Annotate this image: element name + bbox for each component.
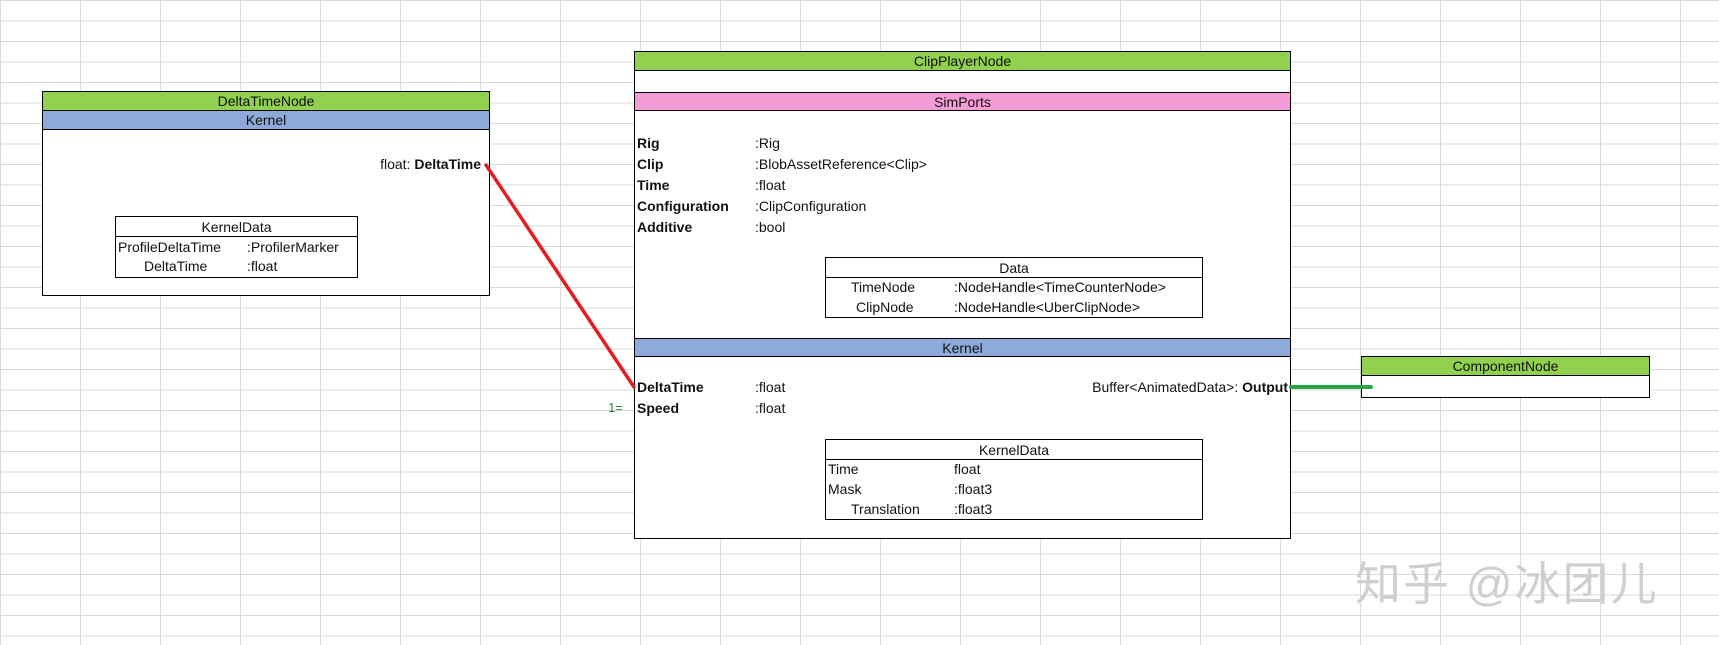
watermark: 知乎 @冰团儿 xyxy=(1355,558,1659,610)
kernel-data-row-name: DeltaTime xyxy=(144,258,208,274)
kernel-data-row-type: float xyxy=(954,461,981,477)
kernel-data-row-type: :float3 xyxy=(954,501,993,517)
delta-time-output-port[interactable]: float: DeltaTime xyxy=(380,154,481,174)
sim-port-name[interactable]: Additive xyxy=(637,219,693,235)
delta-time-node-title: DeltaTimeNode xyxy=(43,92,489,111)
kernel-data-row-name: Mask xyxy=(828,481,862,497)
clip-player-data: Data TimeNode :NodeHandle<TimeCounterNod… xyxy=(825,257,1203,318)
kernel-data-row-name: Translation xyxy=(851,501,920,517)
delta-time-output-name: DeltaTime xyxy=(414,156,481,172)
delta-time-kernel-data: KernelData ProfileDeltaTime :ProfilerMar… xyxy=(115,216,358,278)
component-node[interactable]: ComponentNode xyxy=(1361,356,1650,398)
delta-time-node[interactable]: DeltaTimeNode Kernel float: DeltaTime Ke… xyxy=(42,91,490,296)
sim-ports-header: SimPorts xyxy=(635,92,1290,111)
wire-delta-time[interactable] xyxy=(484,163,636,389)
clip-player-node[interactable]: ClipPlayerNode SimPorts Rig :Rig Clip :B… xyxy=(634,51,1291,539)
sim-port-type: :bool xyxy=(755,219,786,235)
sim-port-name[interactable]: Rig xyxy=(637,135,660,151)
kernel-port-type: :float xyxy=(755,379,786,395)
clip-player-kernel-header: Kernel xyxy=(635,338,1290,357)
kernel-port-delta-time[interactable]: DeltaTime xyxy=(637,379,704,395)
delta-time-kernel-data-title: KernelData xyxy=(116,217,357,237)
kernel-data-row-name: Time xyxy=(828,461,859,477)
kernel-data-row-type: :ProfilerMarker xyxy=(247,239,339,255)
sim-port-name[interactable]: Time xyxy=(637,177,670,193)
clip-player-output-port[interactable]: Buffer<AnimatedData>: Output xyxy=(1092,377,1288,397)
clip-player-kernel-data: KernelData Time float Mask :float3 Trans… xyxy=(825,439,1203,520)
sim-port-type: :BlobAssetReference<Clip> xyxy=(755,156,927,172)
data-row-name: ClipNode xyxy=(856,299,914,315)
component-node-title: ComponentNode xyxy=(1362,357,1649,376)
kernel-port-speed[interactable]: Speed xyxy=(637,400,680,416)
delta-time-node-kernel-header: Kernel xyxy=(43,111,489,130)
clip-player-data-title: Data xyxy=(826,258,1202,278)
kernel-port-type: :float xyxy=(755,400,786,416)
clip-player-output-name: Output xyxy=(1242,379,1288,395)
sim-port-type: :ClipConfiguration xyxy=(755,198,867,214)
kernel-data-row-type: :float3 xyxy=(954,481,993,497)
kernel-data-row-type: :float xyxy=(247,258,278,274)
data-row-type: :NodeHandle<UberClipNode> xyxy=(954,299,1141,315)
sim-port-name[interactable]: Configuration xyxy=(637,198,729,214)
sim-port-type: :float xyxy=(755,177,786,193)
sim-port-name[interactable]: Clip xyxy=(637,156,664,172)
clip-player-kernel-data-title: KernelData xyxy=(826,440,1202,460)
sim-port-type: :Rig xyxy=(755,135,780,151)
data-row-name: TimeNode xyxy=(851,279,916,295)
kernel-data-row-name: ProfileDeltaTime xyxy=(118,239,221,255)
clip-player-output-type: Buffer<AnimatedData>: xyxy=(1092,379,1239,395)
clip-player-node-title: ClipPlayerNode xyxy=(635,52,1290,71)
speed-default-value: 1= xyxy=(608,400,623,415)
data-row-type: :NodeHandle<TimeCounterNode> xyxy=(954,279,1166,295)
delta-time-output-type: float: xyxy=(380,156,411,172)
